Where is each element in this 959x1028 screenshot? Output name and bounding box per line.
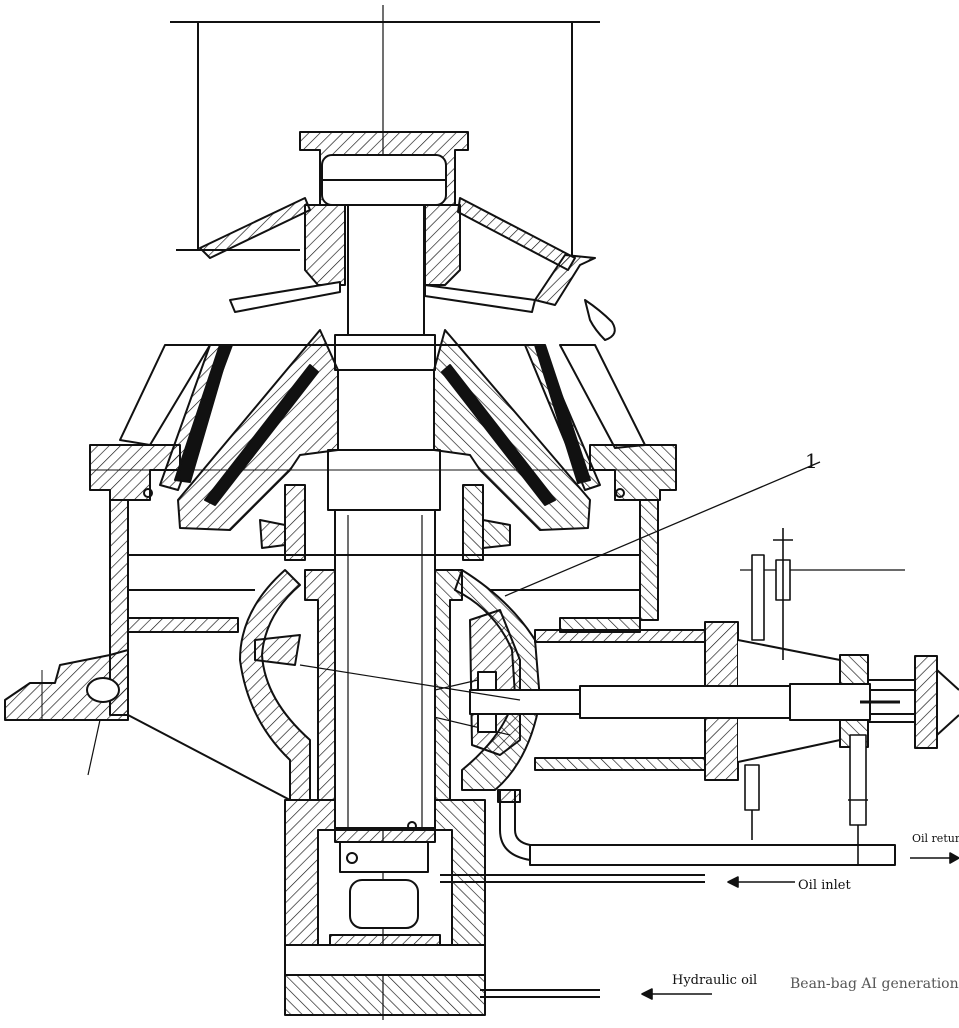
watermark-text: Bean-bag AI generation	[790, 976, 959, 992]
oil-inlet-label: Oil inlet	[798, 878, 851, 893]
oil-piping	[299, 461, 896, 998]
feed-plates	[199, 197, 616, 341]
oil-return-arrowhead	[949, 852, 959, 864]
upper-frame-flange	[89, 444, 677, 501]
feed-hopper	[170, 21, 600, 255]
hydraulic-oil-arrowhead	[641, 988, 653, 1000]
left-foot	[4, 649, 129, 776]
oil-return-label: Oil return	[912, 832, 959, 845]
concave-bowl	[119, 344, 646, 491]
bevel-gear	[469, 609, 521, 756]
oil-gauges	[744, 528, 868, 865]
part-number-label: 1	[805, 449, 818, 473]
main-shaft	[327, 204, 441, 831]
top-cap-nut	[299, 131, 469, 286]
hydraulic-oil-label: Hydraulic oil	[672, 973, 757, 988]
countershaft	[469, 683, 916, 721]
flow-arrows	[641, 852, 959, 1000]
oil-inlet-arrowhead	[727, 876, 739, 888]
hydraulic-cylinder	[284, 799, 486, 1016]
eccentric-sleeve	[259, 484, 511, 801]
